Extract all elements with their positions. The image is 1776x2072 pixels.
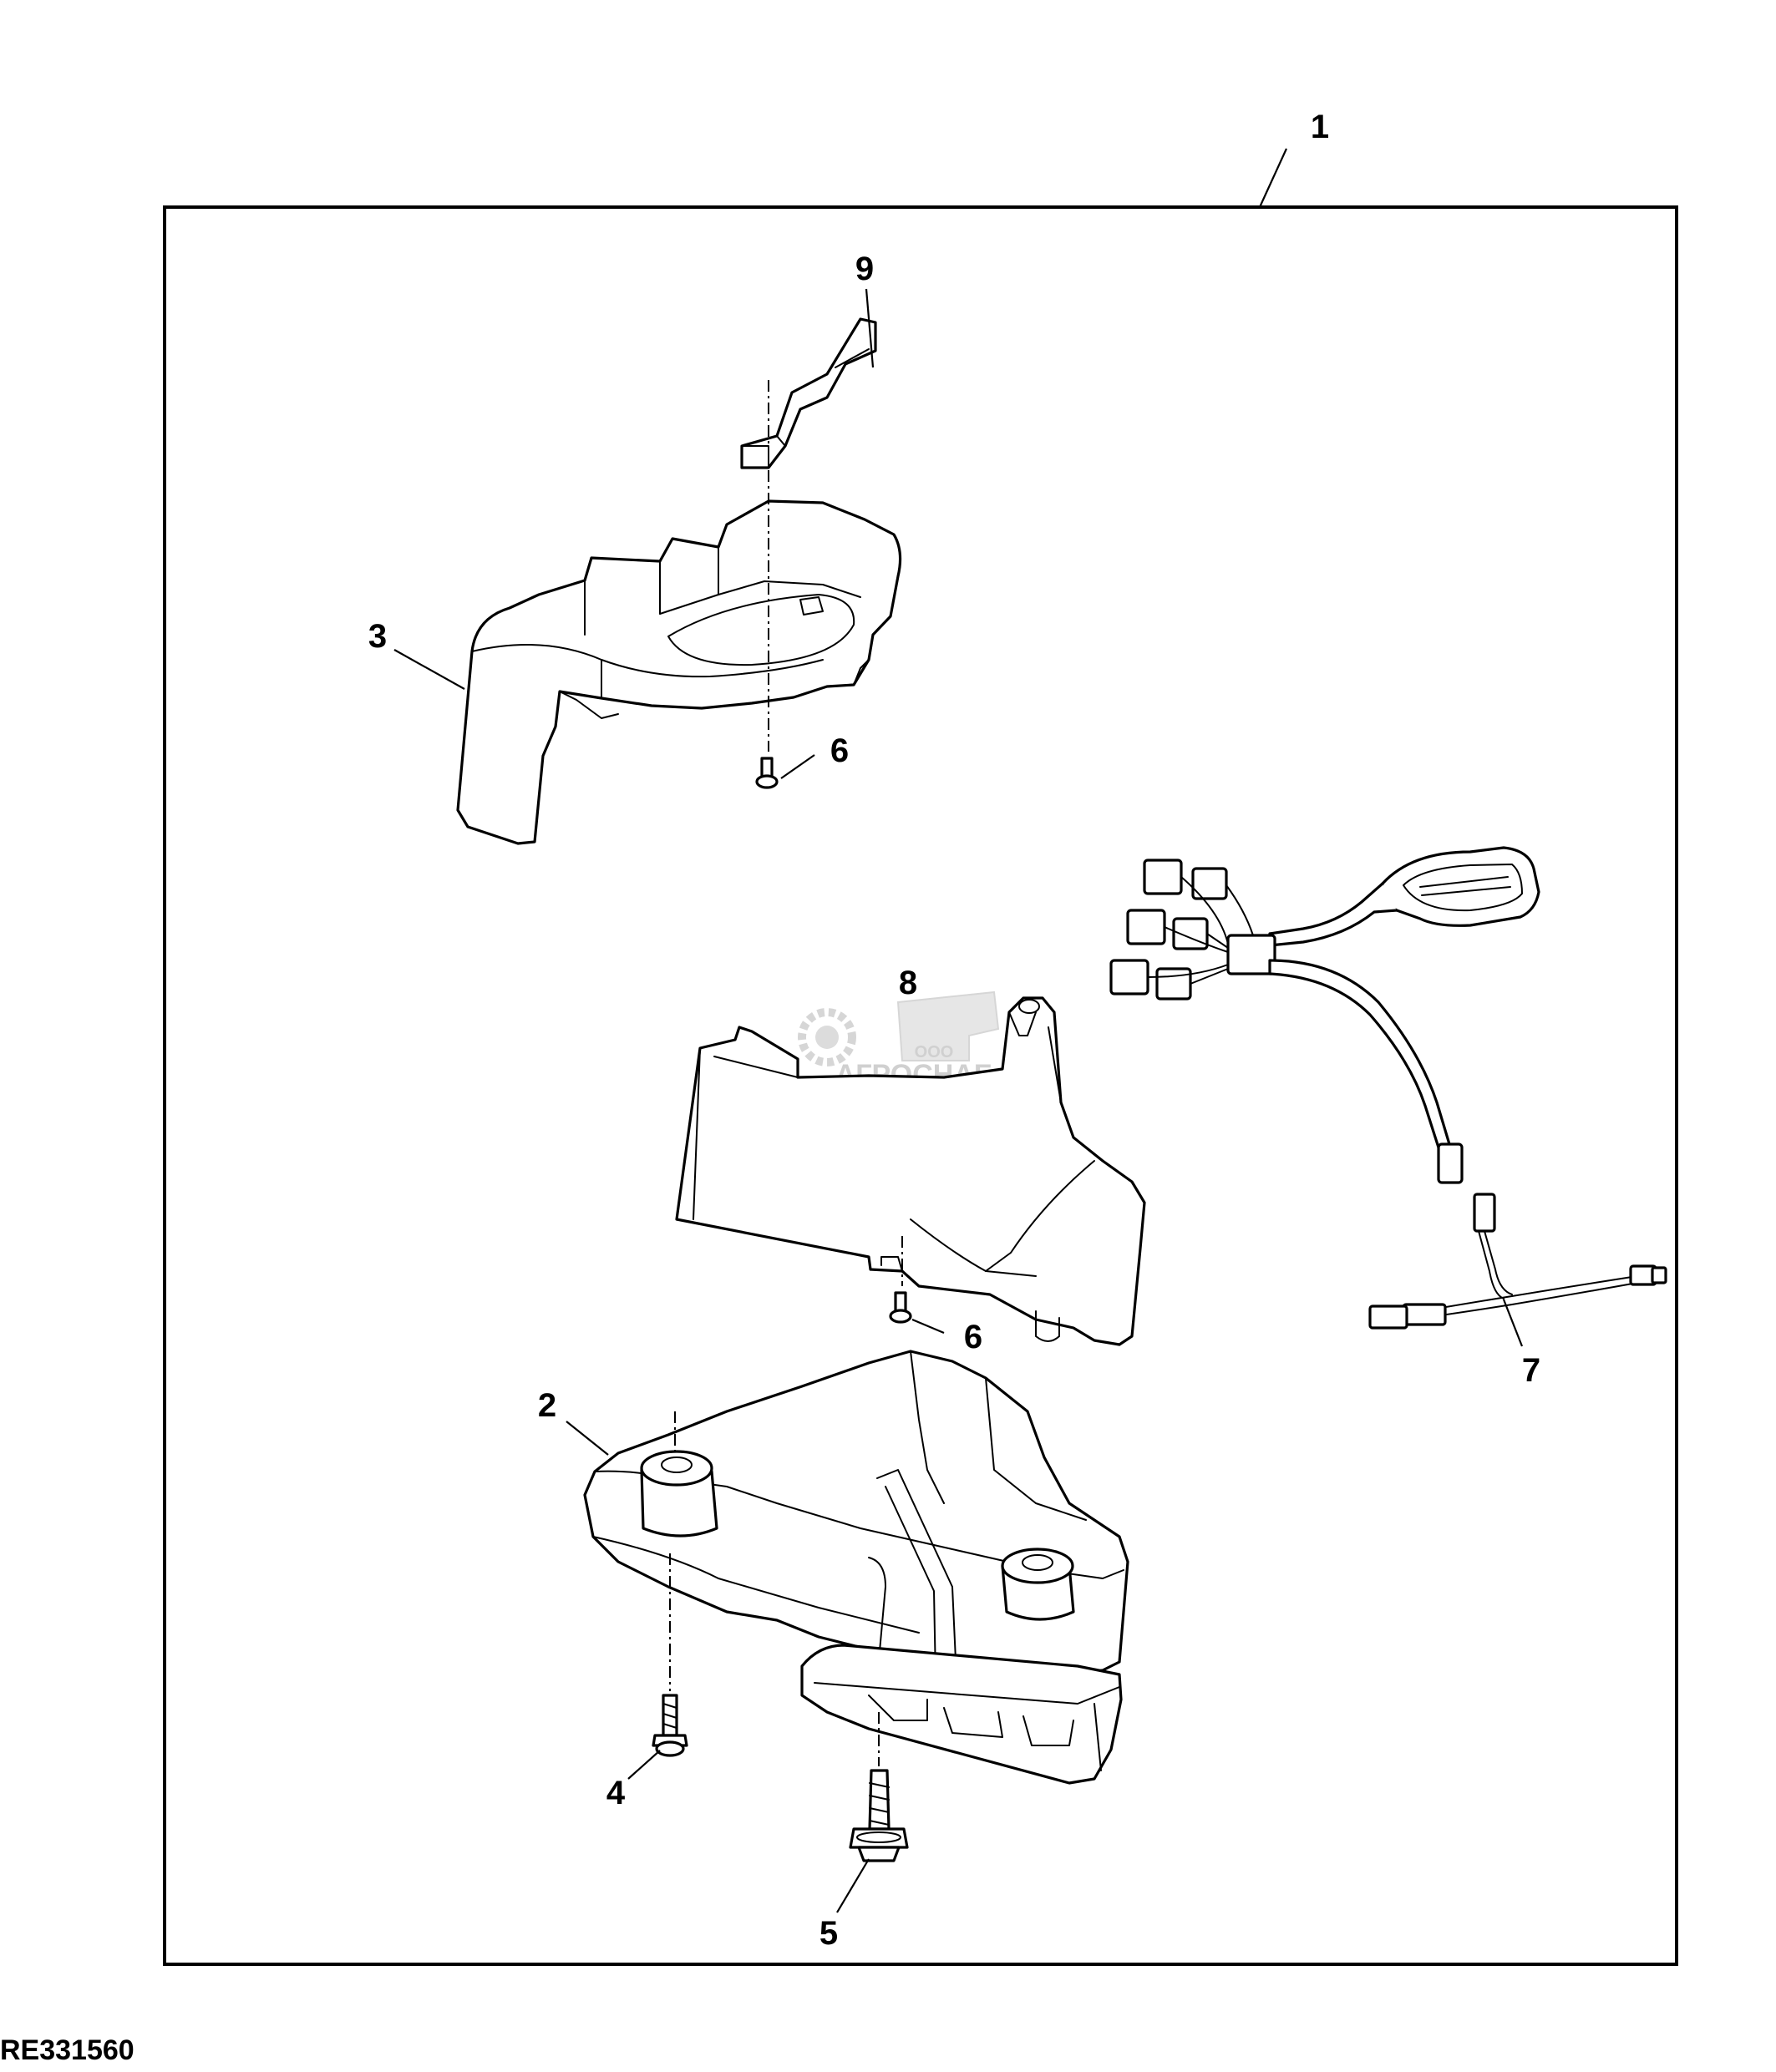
figure-id: RE331560 xyxy=(0,2034,134,2066)
part-3-upper-cover xyxy=(456,499,902,845)
part-6-screw-upper xyxy=(755,757,779,789)
callout-4: 4 xyxy=(606,1775,626,1811)
part-5-bolt xyxy=(849,1769,909,1862)
callout-5: 5 xyxy=(819,1915,838,1952)
part-2-base-tray xyxy=(583,1350,1129,1785)
part-7-wiring-harness xyxy=(1109,846,1667,1330)
assembly-frame xyxy=(163,205,1678,1966)
part-8-rear-panel xyxy=(675,996,1146,1346)
callout-9: 9 xyxy=(855,251,874,287)
assembly-centerlines xyxy=(669,380,903,1766)
part-4-bolt xyxy=(652,1694,688,1757)
part-6-screw-lower xyxy=(889,1291,912,1324)
watermark-line1: ООО xyxy=(915,1043,954,1061)
callout-8: 8 xyxy=(899,965,917,1001)
callout-2: 2 xyxy=(538,1387,556,1424)
callout-6-upper: 6 xyxy=(830,732,849,769)
callout-1: 1 xyxy=(1311,109,1329,145)
callout-7: 7 xyxy=(1522,1352,1540,1389)
part-9-clip xyxy=(740,317,877,469)
callout-6-lower: 6 xyxy=(964,1319,982,1355)
callout-3: 3 xyxy=(368,618,387,655)
leader-lines xyxy=(393,148,1524,1913)
